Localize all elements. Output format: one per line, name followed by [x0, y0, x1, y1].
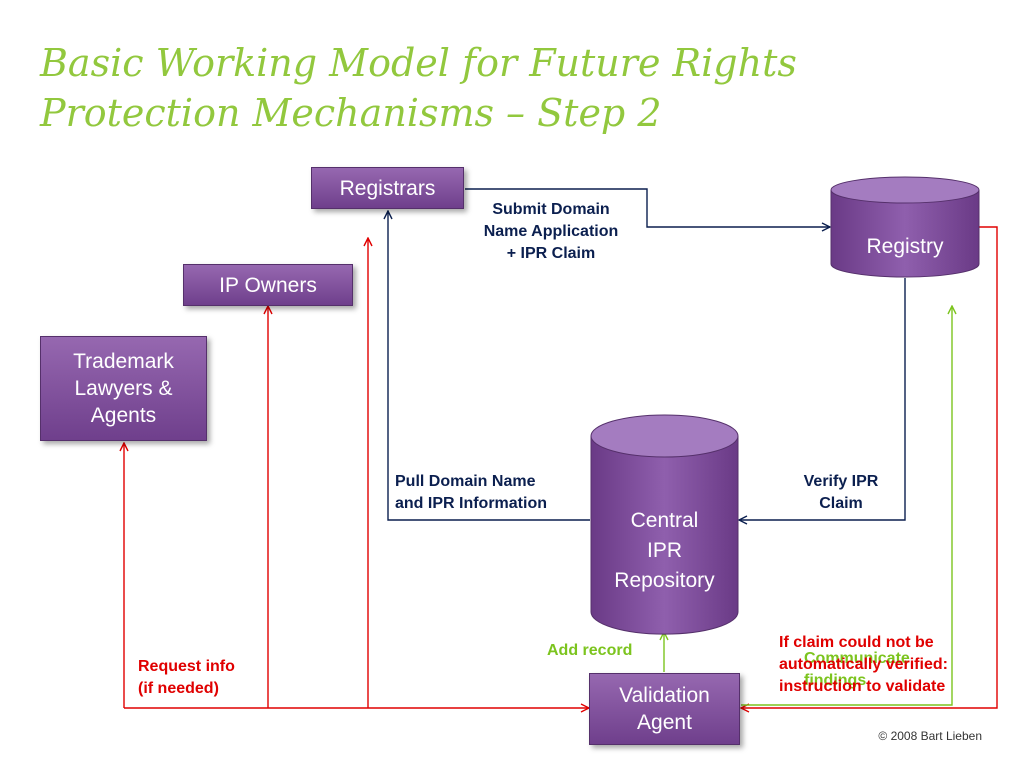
node-validation-agent-line-1: Validation: [619, 684, 710, 707]
label-instruction-line-3: instruction to validate: [779, 678, 946, 695]
edge-instruction-to-validate: [741, 226, 998, 708]
label-request-info-line-1: Request info: [138, 658, 235, 675]
label-communicate-findings: Communicate findings: [804, 648, 910, 692]
node-trademark-lawyers: Trademark Lawyers & Agents: [40, 336, 207, 441]
title-line-2: Protection Mechanisms – Step 2: [40, 91, 662, 135]
node-trademark-lawyers-line-1: Trademark: [73, 350, 174, 373]
edge-pull-domain-info: [388, 211, 590, 521]
label-instruction-line-1: If claim could not be: [779, 634, 934, 651]
label-instruction-line-2: automatically verified:: [779, 656, 948, 673]
label-submit-application-line-2: Name Application: [483, 223, 619, 240]
label-verify-claim-line-1: Verify IPR: [803, 473, 879, 490]
label-submit-application-line-3: + IPR Claim: [506, 245, 596, 262]
node-trademark-lawyers-line-3: Agents: [90, 404, 157, 427]
label-submit-application-line-1: Submit Domain: [492, 201, 610, 218]
label-pull-domain-info-line-1: Pull Domain Name: [395, 473, 536, 490]
node-central-repository-line-1: Central: [630, 509, 699, 532]
node-registrars-label: Registrars: [339, 176, 436, 200]
label-request-info: Request info (if needed): [138, 656, 235, 700]
node-central-repository-label: Central IPR Repository: [590, 506, 739, 596]
label-instruction-to-validate: If claim could not be automatically veri…: [779, 632, 948, 698]
node-central-repository-line-2: IPR: [646, 539, 682, 562]
edge-verify-claim: [739, 278, 906, 520]
node-trademark-lawyers-line-2: Lawyers &: [74, 377, 173, 400]
node-validation-agent-line-2: Agent: [637, 711, 692, 734]
label-communicate-findings-line-1: Communicate: [804, 650, 910, 667]
node-validation-agent: Validation Agent: [589, 673, 740, 745]
node-registry: Registry: [830, 176, 980, 280]
label-submit-application: Submit Domain Name Application + IPR Cla…: [466, 199, 636, 265]
node-registry-label: Registry: [866, 235, 944, 258]
edge-submit-application: [465, 188, 830, 227]
node-central-repository: Central IPR Repository: [590, 414, 739, 636]
copyright-footer: © 2008 Bart Lieben: [878, 729, 982, 743]
label-request-info-line-2: (if needed): [138, 680, 219, 697]
label-verify-claim: Verify IPR Claim: [786, 471, 896, 515]
label-add-record: Add record: [547, 642, 633, 659]
label-verify-claim-line-2: Claim: [819, 495, 863, 512]
page-title: Basic Working Model for Future Rights Pr…: [40, 38, 1000, 138]
title-line-1: Basic Working Model for Future Rights: [40, 41, 797, 85]
label-pull-domain-info: Pull Domain Name and IPR Information: [395, 471, 547, 515]
node-registrars: Registrars: [311, 167, 464, 209]
repository-cylinder-shape: [590, 414, 739, 635]
node-ip-owners-label: IP Owners: [219, 273, 317, 297]
node-ip-owners: IP Owners: [183, 264, 353, 306]
edge-communicate-findings: [741, 306, 952, 706]
node-central-repository-line-3: Repository: [614, 569, 715, 592]
label-communicate-findings-line-2: findings: [804, 672, 867, 689]
registry-cylinder-shape: [830, 176, 980, 278]
label-pull-domain-info-line-2: and IPR Information: [395, 495, 547, 512]
